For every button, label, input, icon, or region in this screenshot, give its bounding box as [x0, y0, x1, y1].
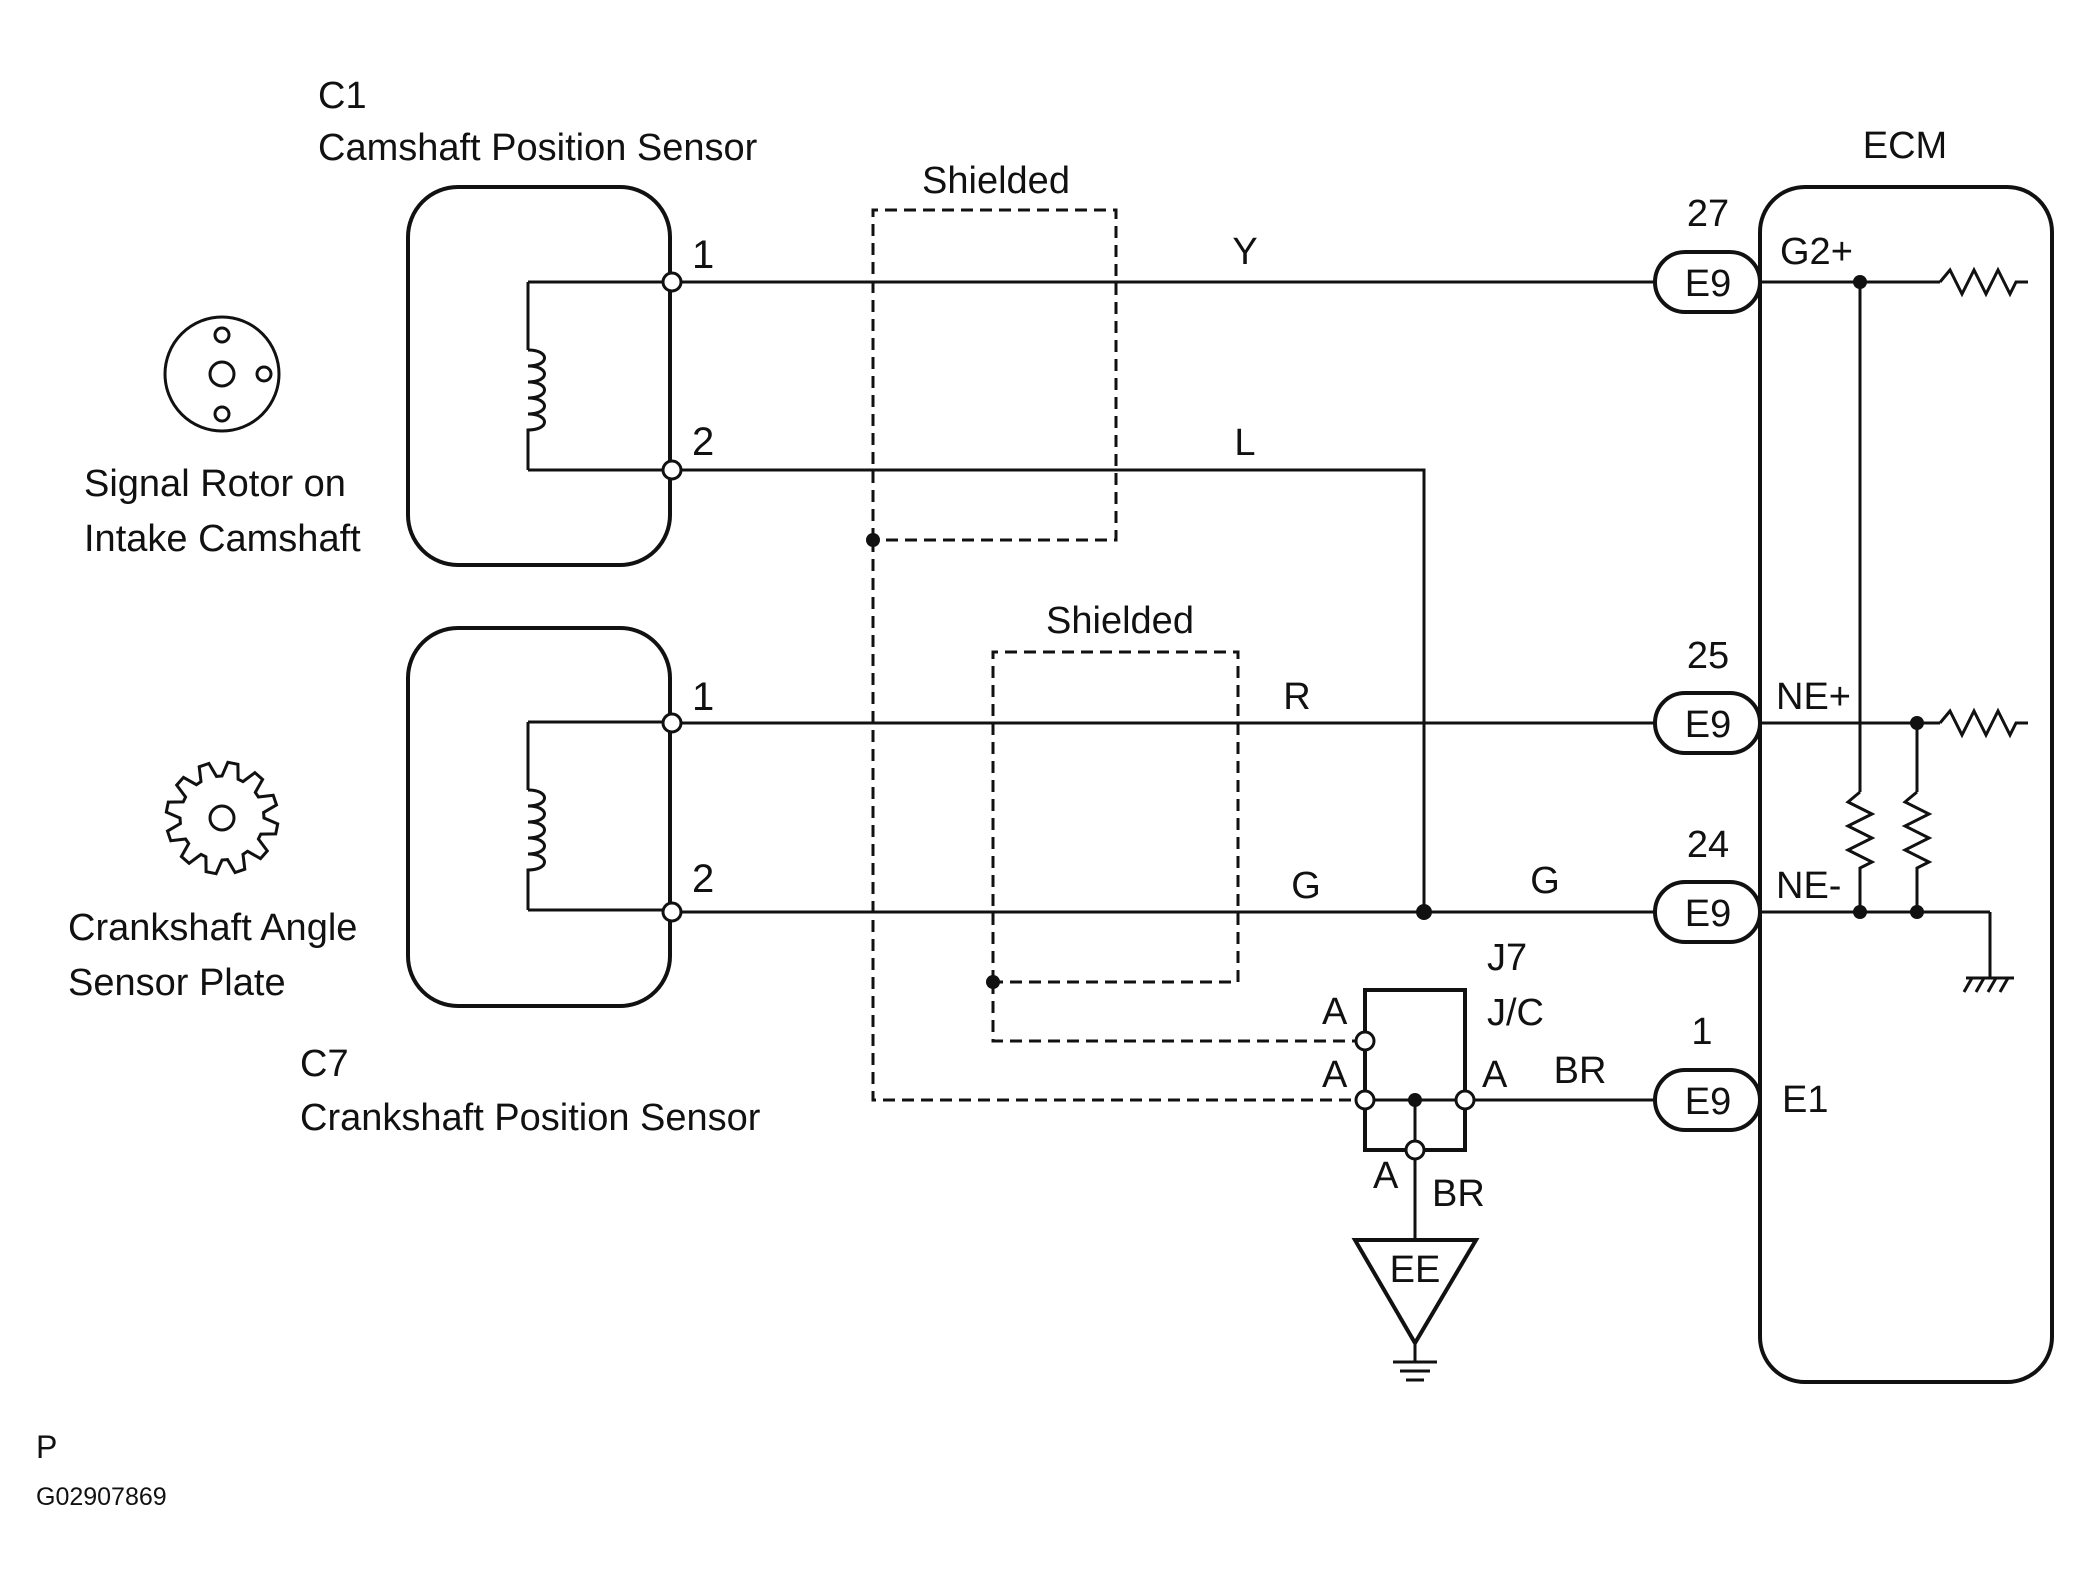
wire-g-right-label: G [1530, 860, 1560, 902]
terminal-signal: E1 [1782, 1079, 1828, 1121]
terminal-connector: E9 [1685, 893, 1731, 935]
sensor-pins [661, 271, 683, 923]
ecm-terminal-neplus: E9 25 NE+ [1653, 635, 1851, 755]
ecm-terminal-e1: E9 1 E1 [1653, 1011, 1828, 1132]
shield-top-label: Shielded [922, 160, 1070, 202]
ecm-terminal-g2plus: E9 27 G2+ [1653, 193, 1853, 314]
footer-letter: P [36, 1429, 57, 1465]
crank-sensor-body [406, 626, 672, 1008]
junction-pin-a-3: A [1482, 1054, 1508, 1096]
ecm-body [1758, 185, 2054, 1384]
camshaft-sensor-name: Camshaft Position Sensor [318, 127, 758, 169]
ground-icon [1393, 1343, 1437, 1382]
terminal-connector: E9 [1685, 704, 1731, 746]
camshaft-sensor-code: C1 [318, 75, 367, 117]
resistor-icon [1938, 707, 2028, 739]
wire-y-label: Y [1232, 231, 1257, 273]
resistor-icon [1938, 266, 2028, 298]
wire-g-left-label: G [1291, 865, 1321, 907]
terminal-connector: E9 [1685, 263, 1731, 305]
wire-r-label: R [1283, 676, 1310, 718]
signal-wires: Y L R G G BR [672, 231, 1655, 1102]
ecm-internal-circuit [1760, 266, 2028, 993]
terminal-signal: G2+ [1780, 231, 1853, 273]
camshaft-sensor-pin2-label: 2 [692, 420, 714, 464]
signal-rotor-label-line1: Signal Rotor on [84, 463, 346, 505]
camshaft-sensor-body [406, 185, 672, 567]
junction-pin-a-1: A [1322, 991, 1348, 1033]
crank-sensor-pin2-label: 2 [692, 857, 714, 901]
crankshaft-position-sensor: 1 2 C7 Crankshaft Position Sensor [300, 626, 761, 1139]
ground-wire-label: BR [1432, 1173, 1485, 1215]
ecm-terminal-neminus: E9 24 NE- [1653, 824, 1841, 944]
junction-connector: J7 J/C A A A A [1322, 937, 1544, 1197]
camshaft-sensor-coil-icon [526, 280, 670, 472]
junction-pin-a-4: A [1373, 1155, 1399, 1197]
wire-l-label: L [1234, 422, 1255, 464]
crank-sensor-code: C7 [300, 1043, 349, 1085]
wire-br-label: BR [1554, 1050, 1607, 1092]
ground-label: EE [1390, 1249, 1441, 1291]
terminal-pin: 24 [1687, 824, 1729, 866]
junction-code: J7 [1487, 937, 1527, 979]
terminal-signal: NE+ [1776, 676, 1851, 718]
shield-top: Shielded [866, 160, 1365, 1102]
terminal-connector: E9 [1685, 1081, 1731, 1123]
ecm-title: ECM [1863, 125, 1947, 167]
gear-hub [208, 804, 236, 832]
terminal-pin: 1 [1691, 1011, 1712, 1053]
terminal-pin: 25 [1687, 635, 1729, 677]
junction-pin-a-2: A [1322, 1054, 1348, 1096]
crank-sensor-pin1-label: 1 [692, 675, 714, 719]
shield-bottom-label: Shielded [1046, 600, 1194, 642]
gear-icon [164, 760, 280, 876]
wire-l [672, 468, 1426, 912]
shield-bottom: Shielded [986, 600, 1365, 1043]
crank-plate-label-line1: Crankshaft Angle [68, 907, 357, 949]
crank-sensor-name: Crankshaft Position Sensor [300, 1097, 761, 1139]
resistor-icon [1901, 790, 1933, 912]
resistor-icon [1844, 790, 1876, 912]
terminal-signal: NE- [1776, 865, 1841, 907]
gear-outline [164, 760, 280, 876]
crank-sensor-coil-icon [526, 720, 670, 912]
junction-name: J/C [1487, 992, 1544, 1034]
camshaft-position-sensor: C1 Camshaft Position Sensor 1 2 [318, 75, 758, 567]
terminal-pin: 27 [1687, 193, 1729, 235]
ground-ee: BR EE [1351, 1159, 1485, 1382]
figure-id: G02907869 [36, 1483, 167, 1511]
ecm: ECM E9 27 G2+ E9 25 NE+ E9 24 NE- E9 1 E… [1653, 125, 2054, 1384]
crank-plate-label-line2: Sensor Plate [68, 962, 286, 1004]
signal-rotor-icon [163, 315, 281, 433]
camshaft-sensor-pin1-label: 1 [692, 233, 714, 277]
chassis-ground-icon [1962, 976, 2014, 993]
signal-rotor-label-line2: Intake Camshaft [84, 518, 361, 560]
